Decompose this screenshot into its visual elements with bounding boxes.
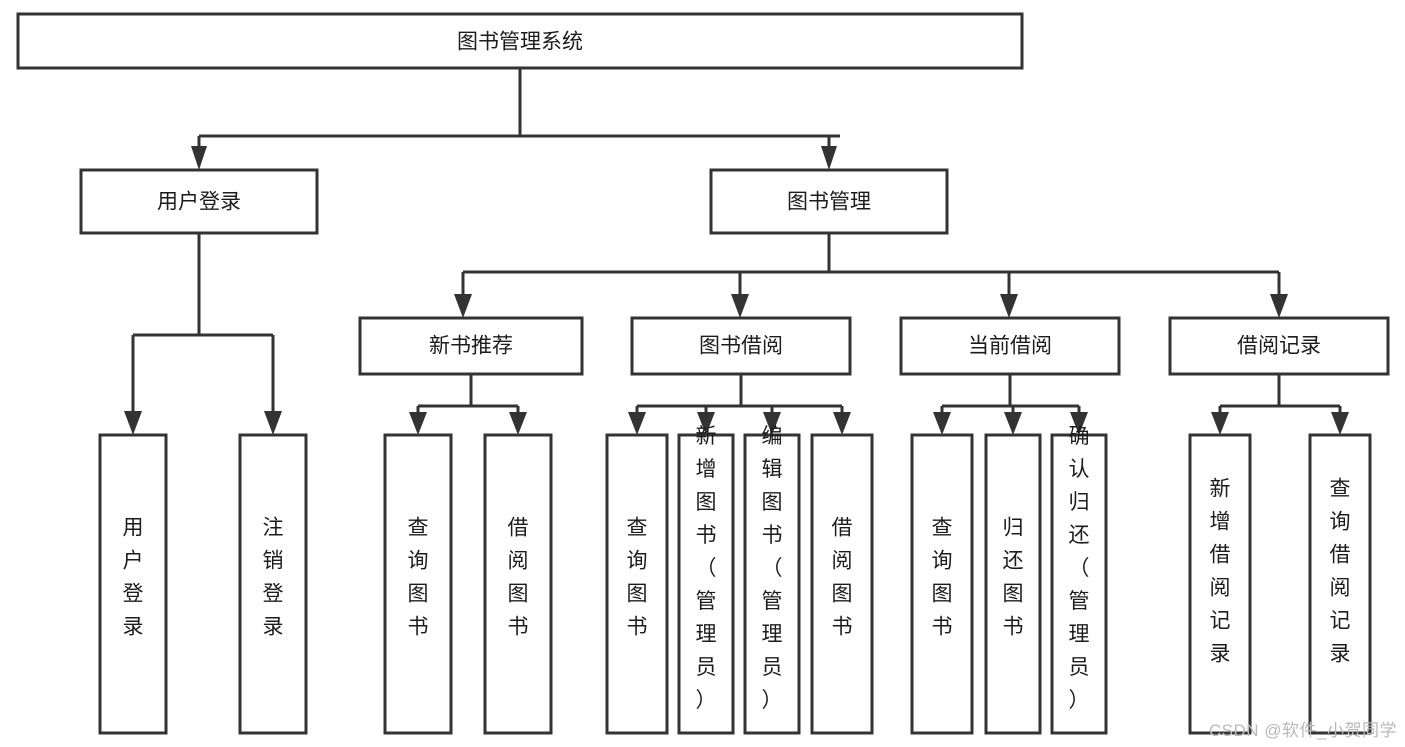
- node-book-manage-box[interactable]: [709, 168, 949, 235]
- node-leaf-query-borrow-record-label: 查询借阅记录: [1330, 478, 1351, 666]
- arrow-to-new-book-recommend: [454, 294, 472, 318]
- node-leaf-confirm-return-admin-box[interactable]: [1050, 433, 1108, 735]
- node-root-box[interactable]: [16, 12, 1024, 70]
- node-leaf-query-book-rec-box[interactable]: [383, 433, 453, 735]
- node-leaf-add-book-admin-box[interactable]: [677, 433, 735, 735]
- node-leaf-add-book-admin-label: 新增图书（管理员）: [696, 425, 717, 712]
- node-leaf-query-borrow-record-box[interactable]: [1308, 433, 1372, 735]
- node-book-borrow-box[interactable]: [630, 316, 852, 376]
- arrow-root-to-user-login: [191, 146, 207, 170]
- leaf-labels: 用户登录 注销登录 查询图书 借阅图书 查询图书 新增图书（管理员） 编辑图书（…: [123, 425, 1351, 712]
- arrow-to-leaf-add-borrow-record: [1211, 412, 1229, 435]
- node-new-book-recommend[interactable]: 新书推荐: [358, 316, 584, 376]
- node-leaf-logout-label: 注销登录: [263, 517, 284, 639]
- node-leaf-logout-box[interactable]: [238, 433, 308, 735]
- node-leaf-query-book-current-label: 查询图书: [932, 517, 953, 639]
- arrow-to-leaf-return-book: [1004, 412, 1022, 435]
- node-current-borrow-box[interactable]: [899, 316, 1121, 376]
- node-book-manage-label: 图书管理: [787, 191, 871, 214]
- arrow-to-leaf-confirm-return-admin: [1070, 412, 1088, 435]
- node-book-borrow-label: 图书借阅: [699, 335, 783, 358]
- node-leaf-borrow-book-box[interactable]: [810, 433, 874, 735]
- node-leaf-query-book-current-box[interactable]: [910, 433, 974, 735]
- arrow-to-borrow-record: [1270, 294, 1288, 318]
- arrow-to-leaf-borrow-book: [833, 412, 851, 435]
- leaf-boxes: [98, 433, 1372, 735]
- arrow-root-to-book-manage: [821, 146, 837, 170]
- node-root[interactable]: 图书管理系统: [16, 12, 1024, 70]
- node-current-borrow[interactable]: 当前借阅: [899, 316, 1121, 376]
- node-borrow-record-label: 借阅记录: [1237, 335, 1321, 358]
- node-leaf-user-login-label: 用户登录: [123, 517, 144, 639]
- node-leaf-edit-book-admin-label: 编辑图书（管理员）: [762, 425, 783, 712]
- node-leaf-query-book-borrow-box[interactable]: [605, 433, 669, 735]
- node-borrow-record[interactable]: 借阅记录: [1168, 316, 1390, 376]
- arrow-to-leaf-logout: [264, 411, 282, 435]
- node-borrow-record-box[interactable]: [1168, 316, 1390, 376]
- node-leaf-query-book-borrow-label: 查询图书: [627, 517, 648, 639]
- node-leaf-add-borrow-record-box[interactable]: [1188, 433, 1252, 735]
- node-root-label: 图书管理系统: [457, 31, 583, 54]
- connector-layer: [124, 68, 1349, 435]
- arrow-to-book-borrow: [731, 294, 749, 318]
- node-new-book-recommend-label: 新书推荐: [429, 335, 513, 358]
- node-leaf-return-book-box[interactable]: [984, 433, 1042, 735]
- arrow-to-leaf-borrow-book-rec: [509, 412, 527, 435]
- node-leaf-borrow-book-rec-box[interactable]: [483, 433, 553, 735]
- node-leaf-return-book-label: 归还图书: [1003, 517, 1024, 639]
- arrow-to-leaf-query-borrow-record: [1331, 412, 1349, 435]
- node-leaf-confirm-return-admin-label: 确认归还（管理员）: [1069, 425, 1090, 712]
- node-user-login-label: 用户登录: [157, 191, 241, 214]
- node-leaf-user-login-box[interactable]: [98, 433, 168, 735]
- arrow-to-leaf-add-book-admin: [697, 412, 715, 435]
- node-leaf-borrow-book-rec-label: 借阅图书: [508, 517, 529, 639]
- node-user-login-box[interactable]: [79, 168, 319, 235]
- arrow-to-leaf-query-book-borrow: [628, 412, 646, 435]
- node-leaf-query-book-rec-label: 查询图书: [408, 517, 429, 639]
- node-new-book-recommend-box[interactable]: [358, 316, 584, 376]
- arrow-to-leaf-query-book-current: [933, 412, 951, 435]
- node-leaf-edit-book-admin-box[interactable]: [743, 433, 801, 735]
- node-book-manage[interactable]: 图书管理: [709, 168, 949, 235]
- node-user-login[interactable]: 用户登录: [79, 168, 319, 235]
- arrow-to-leaf-edit-book-admin: [763, 412, 781, 435]
- arrow-to-leaf-user-login: [124, 411, 142, 435]
- node-book-borrow[interactable]: 图书借阅: [630, 316, 852, 376]
- node-current-borrow-label: 当前借阅: [968, 335, 1052, 358]
- csdn-watermark: CSDN @软件_小贺同学: [1208, 721, 1397, 740]
- node-leaf-borrow-book-label: 借阅图书: [832, 517, 853, 639]
- arrow-to-current-borrow: [1000, 294, 1018, 318]
- node-leaf-add-borrow-record-label: 新增借阅记录: [1210, 478, 1231, 666]
- arrow-to-leaf-query-book-rec: [409, 412, 427, 435]
